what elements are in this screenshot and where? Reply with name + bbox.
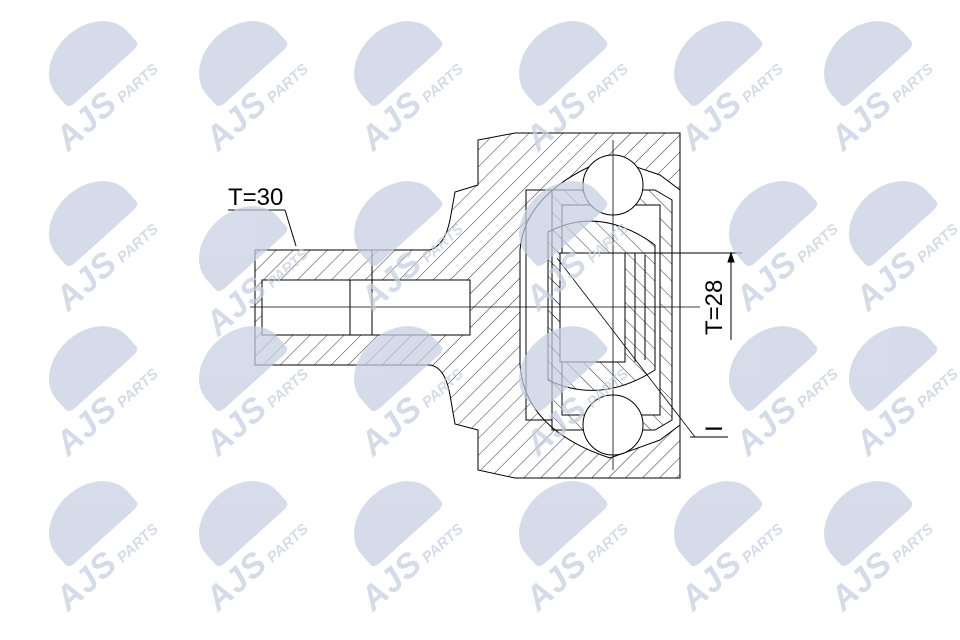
shaft-bore — [349, 279, 471, 336]
length-marker-label: I — [701, 425, 728, 432]
bore-dimension-label: T=28 — [701, 280, 728, 335]
shaft-dimension-label: T=30 — [228, 184, 283, 211]
